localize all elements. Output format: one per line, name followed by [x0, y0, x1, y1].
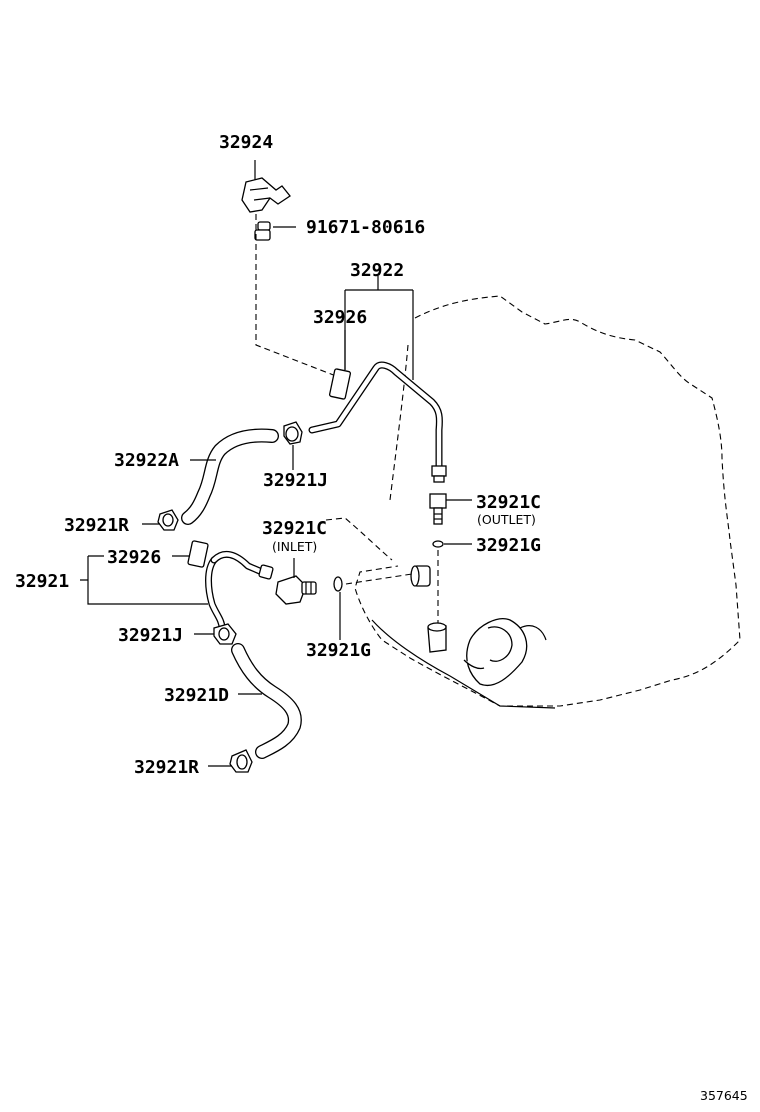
diagram-reference-number: 357645	[700, 1088, 748, 1103]
label-outlet: (OUTLET)	[477, 512, 536, 527]
label-32922: 32922	[350, 260, 404, 281]
label-32921D: 32921D	[164, 685, 229, 706]
pipe-32921	[205, 550, 266, 632]
label-32921J-top: 32921J	[263, 470, 328, 491]
clamp-32921R-bottom	[229, 749, 253, 773]
label-32921R-top: 32921R	[64, 515, 129, 536]
label-inlet: (INLET)	[272, 539, 317, 554]
o-ring-32921G-right	[432, 540, 444, 548]
label-32921R-bottom: 32921R	[134, 757, 199, 778]
label-32921C-outlet: 32921C	[476, 492, 541, 513]
clamp-32921J-bottom	[213, 623, 237, 645]
clamp-32921R-top	[157, 509, 179, 531]
clamp-32921J-top	[283, 421, 303, 445]
housing-internal-detail	[463, 618, 547, 687]
fitting-32921C-inlet	[275, 575, 317, 605]
housing-lower-edge	[371, 619, 556, 709]
pipe-32921-nut	[258, 564, 274, 580]
label-32924: 32924	[219, 132, 273, 153]
o-ring-32921G-mid	[333, 576, 343, 592]
label-32921: 32921	[15, 571, 69, 592]
dashed-guide-bracket	[255, 214, 337, 377]
label-32921C-inlet: 32921C	[262, 518, 327, 539]
label-32921J-bottom: 32921J	[118, 625, 183, 646]
housing-port-side	[410, 565, 431, 587]
label-32926-mid: 32926	[107, 547, 161, 568]
label-32926-top: 32926	[313, 307, 367, 328]
bracket-32924	[241, 177, 291, 213]
sleeve-32926-mid	[187, 540, 209, 568]
hose-32922A	[181, 428, 279, 525]
sleeve-32926-top	[328, 368, 352, 400]
label-32921G-right: 32921G	[476, 535, 541, 556]
housing-port-lower	[427, 622, 447, 653]
label-91671-80616: 91671-80616	[306, 217, 425, 238]
bolt-91671-80616	[254, 221, 271, 241]
pipe-32922	[308, 361, 443, 470]
hose-32921D	[231, 643, 302, 759]
housing-inner-dash	[389, 344, 409, 501]
label-32922A: 32922A	[114, 450, 179, 471]
housing-mid-dash	[325, 517, 393, 561]
label-32921G-mid: 32921G	[306, 640, 371, 661]
transmission-housing-outline	[354, 295, 741, 707]
pipe-fitting-32922	[431, 465, 447, 483]
fitting-32921C-outlet	[429, 493, 447, 525]
